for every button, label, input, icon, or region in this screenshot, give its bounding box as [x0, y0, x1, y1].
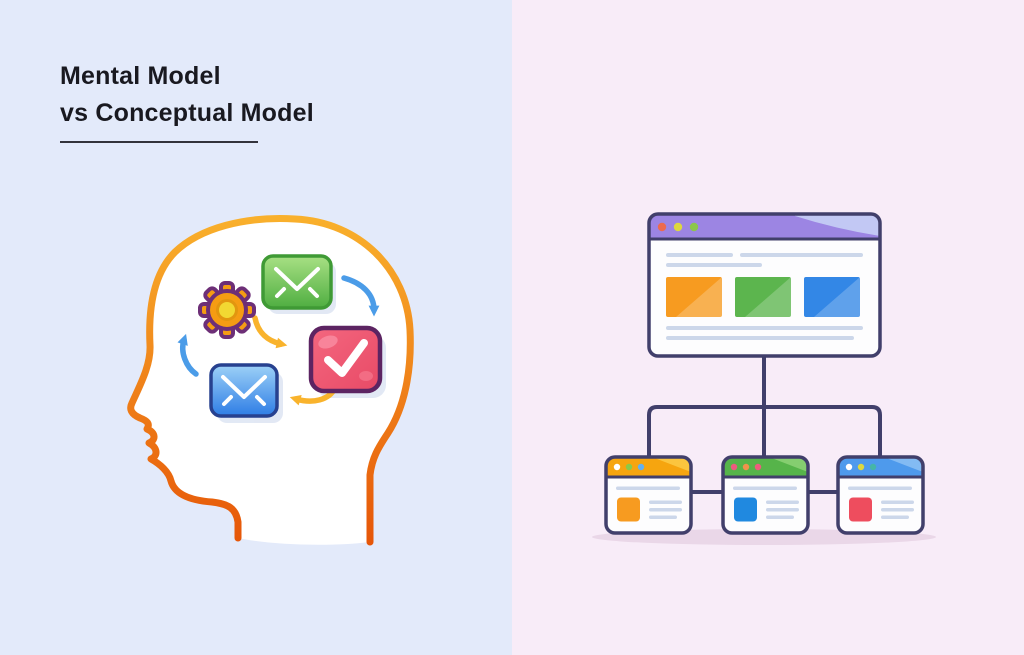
child-window-lines: [616, 486, 682, 519]
text-line: [881, 500, 914, 504]
window-dot-orange: [742, 463, 750, 471]
envelope-green-flap: [274, 267, 320, 291]
main-window-content-cards: [666, 277, 860, 317]
child-window-lines: [733, 486, 799, 519]
thumbnail-blue: [734, 497, 757, 522]
envelope-blue-fold-left: [222, 395, 233, 406]
content-card-blue: [804, 277, 860, 317]
main-window-control-dots: [657, 222, 699, 232]
child-window-dots: [730, 463, 762, 471]
text-line: [649, 508, 682, 512]
checkmark-highlight-2: [359, 371, 373, 381]
gear-center: [216, 299, 238, 321]
child-header-sheen: [769, 457, 808, 472]
cycle-arrows: [177, 275, 380, 406]
arrow-blue-left-icon: [177, 333, 199, 377]
checkmark-icon: [308, 325, 383, 394]
envelope-green-fold-right: [308, 287, 319, 298]
checkmark-body: [308, 325, 383, 394]
window-dot-pink: [730, 463, 738, 471]
card-sheen: [745, 277, 791, 317]
child-window-border: [721, 455, 810, 535]
text-line: [666, 326, 863, 330]
child-window-lines: [848, 486, 914, 519]
text-line: [766, 500, 799, 504]
window-dot-white: [845, 463, 853, 471]
text-line: [616, 486, 680, 490]
window-dot-white: [613, 463, 621, 471]
window-dot-yellow: [673, 222, 683, 232]
child-window-dots: [613, 463, 645, 471]
window-dot-teal: [869, 463, 877, 471]
child-window-border: [836, 455, 925, 535]
text-line: [666, 336, 854, 340]
thumbnail-red: [849, 497, 872, 522]
connector-branches: [647, 405, 882, 457]
arrow-yellow-middle-icon: [252, 315, 288, 349]
text-line: [881, 508, 914, 512]
child-window-green: [721, 455, 810, 535]
text-line: [766, 515, 794, 519]
child-window-orange: [604, 455, 693, 535]
content-card-green: [735, 277, 791, 317]
envelope-icon-green: [261, 254, 333, 310]
window-dot-lightblue: [637, 463, 645, 471]
window-dot-pink2: [754, 463, 762, 471]
main-browser-window: [647, 212, 882, 358]
envelope-green-fold-left: [275, 287, 286, 298]
main-header-sheen: [795, 214, 880, 236]
text-line: [666, 253, 733, 257]
mental-model-illustration: [127, 215, 414, 546]
text-line: [881, 515, 909, 519]
title-line-2: vs Conceptual Model: [60, 99, 314, 127]
window-dot-green: [689, 222, 699, 232]
conceptual-model-illustration: [592, 212, 936, 545]
arrow-blue-top-right-icon: [341, 275, 380, 317]
text-line: [649, 515, 677, 519]
checkmark-highlight: [318, 335, 338, 349]
checkmark-glyph: [324, 339, 368, 377]
window-dot-yellow: [857, 463, 865, 471]
envelope-blue-flap: [221, 375, 267, 399]
envelope-blue-fold-right: [255, 395, 266, 406]
main-window-text-lines: [666, 253, 863, 340]
envelope-green-body: [261, 254, 333, 310]
child-header-sheen: [652, 457, 691, 472]
connector-lines: [647, 356, 882, 494]
window-dot-red: [657, 222, 667, 232]
page-title: Mental Model vs Conceptual Model: [60, 58, 314, 143]
card-sheen: [676, 277, 722, 317]
text-line: [766, 508, 799, 512]
window-dot-lightgreen: [625, 463, 633, 471]
child-window-blue: [836, 455, 925, 535]
text-line: [649, 500, 682, 504]
child-window-border: [604, 455, 693, 535]
text-line: [666, 263, 762, 267]
title-line-1: Mental Model: [60, 62, 221, 90]
thumbnail-orange: [617, 497, 640, 522]
gear-icon: [198, 281, 256, 339]
text-line: [848, 486, 912, 490]
card-sheen: [814, 277, 860, 317]
envelope-blue-body: [209, 363, 279, 418]
child-window-dots: [845, 463, 877, 471]
content-card-orange: [666, 277, 722, 317]
main-window-border: [647, 212, 882, 358]
text-line: [733, 486, 797, 490]
text-line: [740, 253, 863, 257]
envelope-icon-blue: [209, 363, 279, 418]
title-underline: [60, 141, 258, 143]
head-outline: [127, 215, 414, 546]
child-header-sheen: [884, 457, 923, 472]
